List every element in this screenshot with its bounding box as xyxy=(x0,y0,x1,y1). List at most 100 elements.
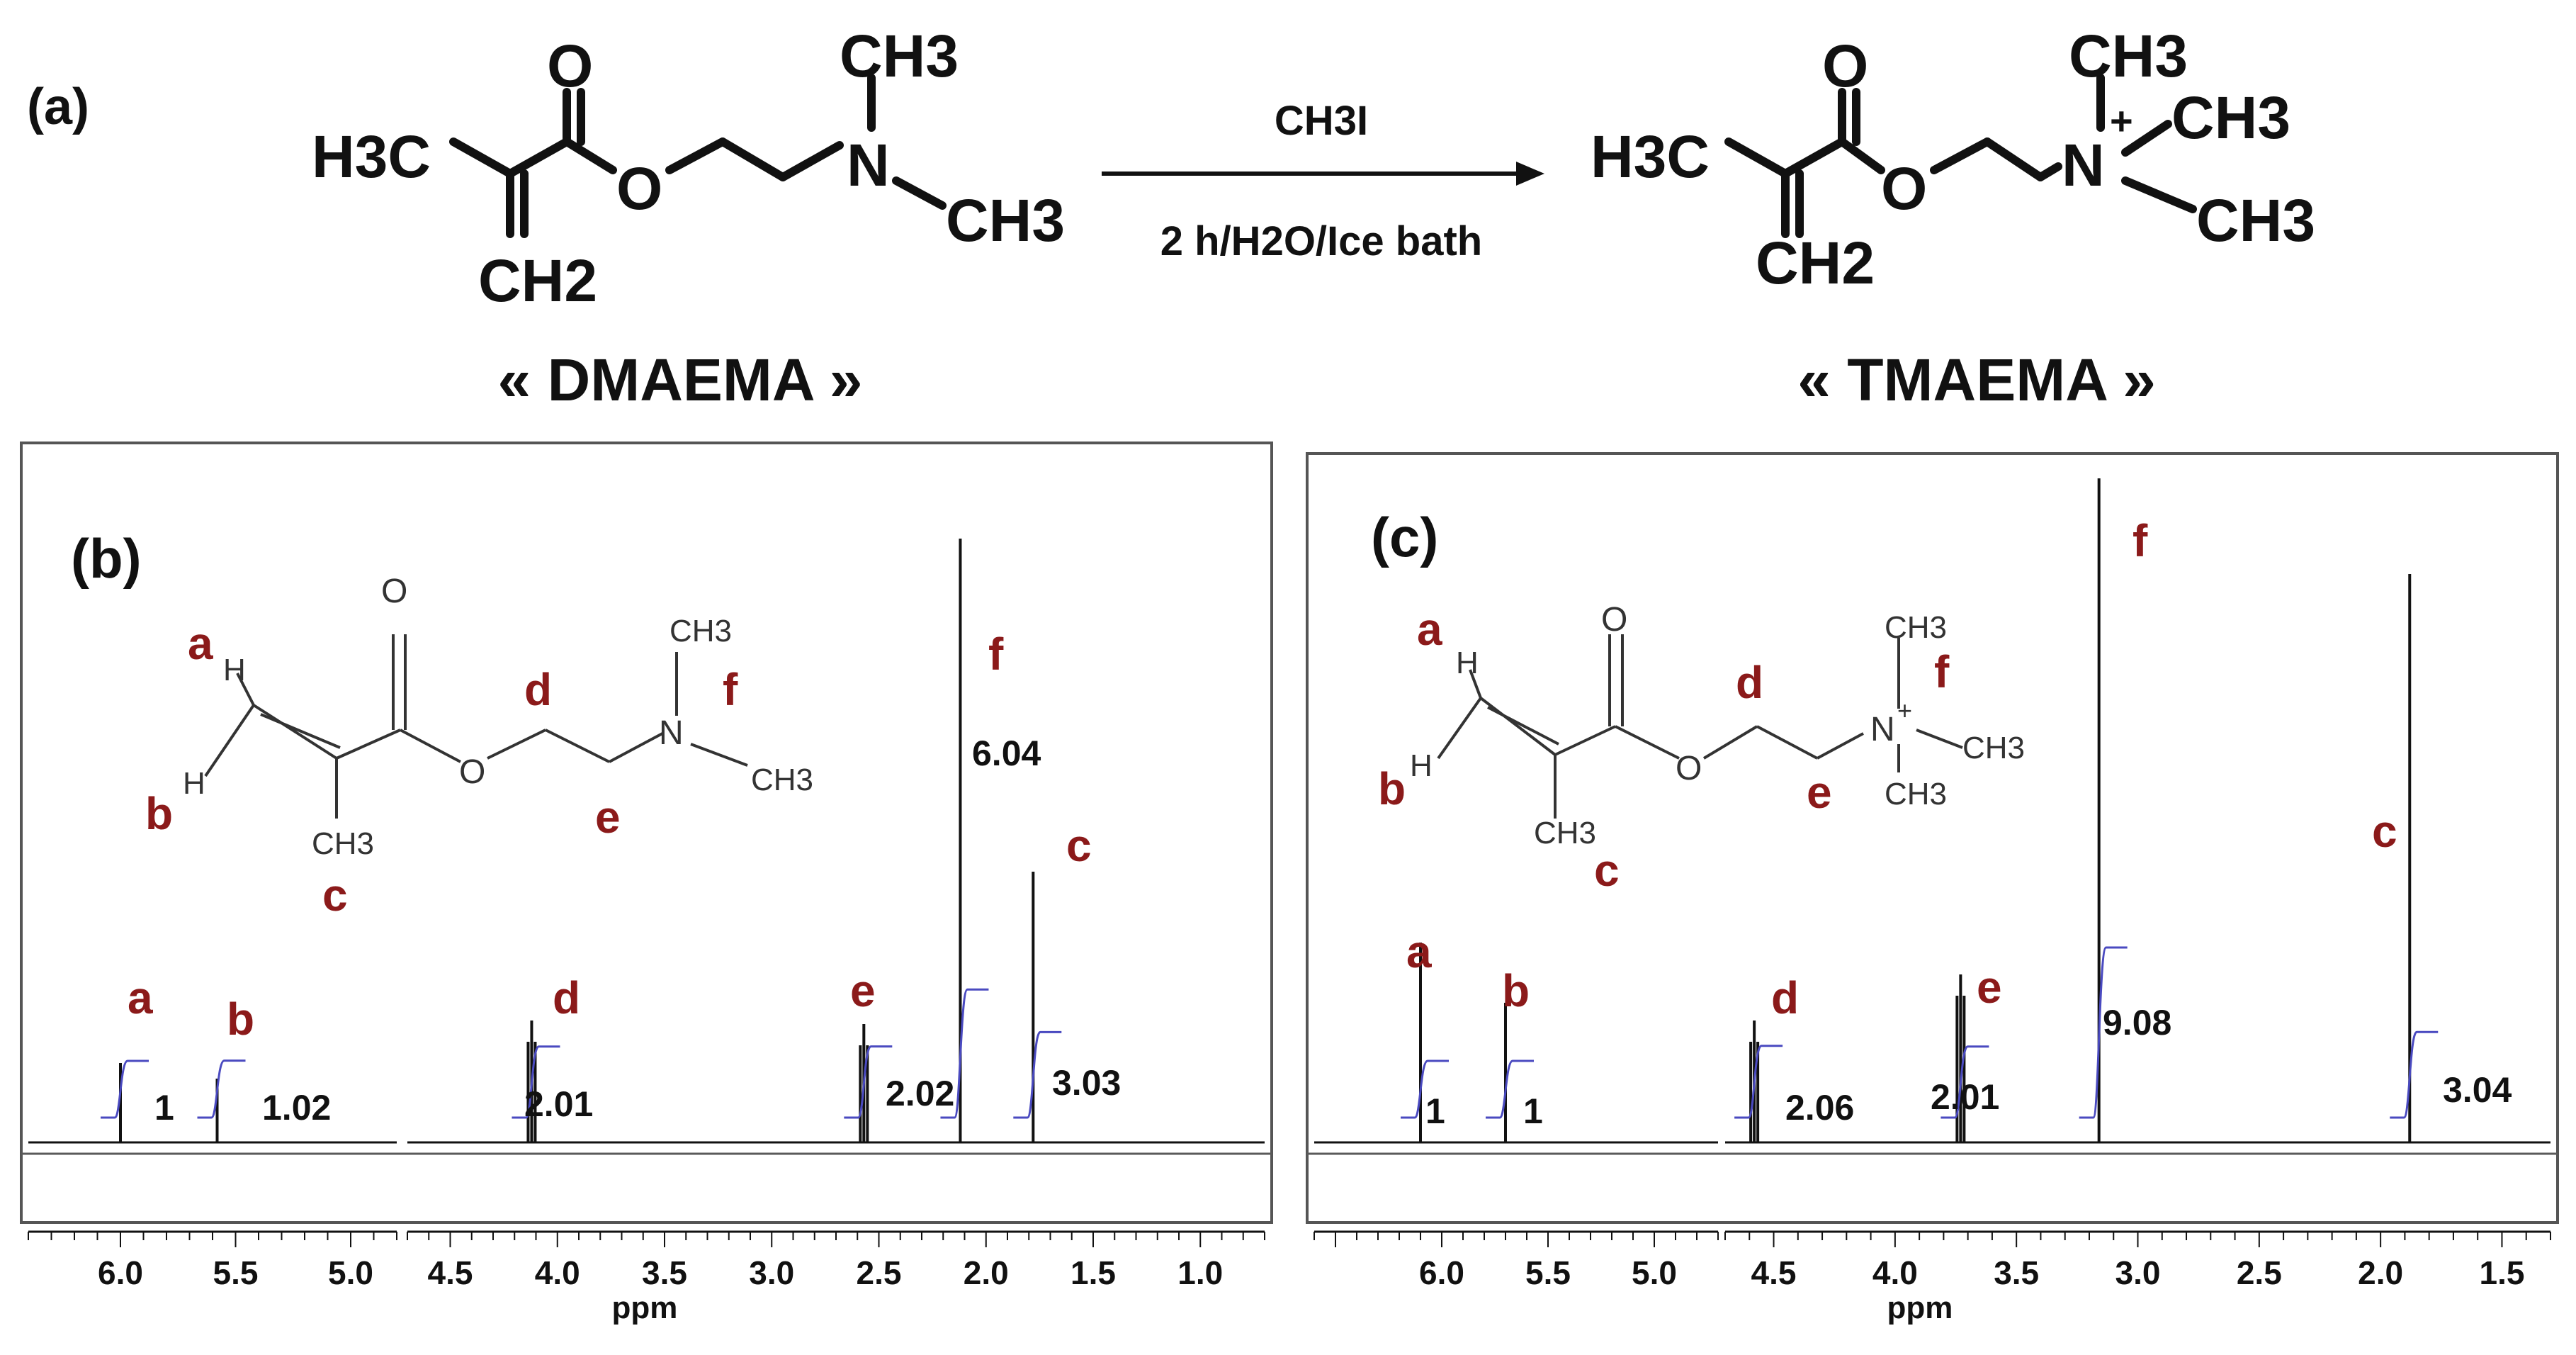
panel-b: (b) H H O O N CH3 CH3 CH3 a b c xyxy=(20,442,1273,1325)
panel-c-h-a: H xyxy=(1456,646,1479,680)
integral-value-c-c: 3.04 xyxy=(2443,1070,2512,1110)
panel-c-frame xyxy=(1306,452,2559,1224)
integral-c-c xyxy=(2390,1030,2439,1119)
panel-c-charge: + xyxy=(1897,696,1912,725)
axis-tick-label-b-5.0: 5.0 xyxy=(328,1254,373,1291)
panel-b-struct-a: a xyxy=(188,618,213,669)
integral-value-b-f: 6.04 xyxy=(972,733,1041,773)
dmaema-ch3-top: CH3 xyxy=(840,23,959,89)
axis-tick-label-b-2.5: 2.5 xyxy=(857,1254,902,1291)
panel-b-carbonyl-o: O xyxy=(381,573,407,610)
panel-c-ch3-vinyl: CH3 xyxy=(1534,816,1596,850)
panel-b-struct-c: c xyxy=(322,870,348,921)
peak-label-b-f: f xyxy=(988,629,1004,680)
integral-b-c xyxy=(1013,1030,1062,1119)
panel-c-axis-unit: ppm xyxy=(1887,1291,1953,1325)
axis-tick-label-b-4.5: 4.5 xyxy=(428,1254,473,1291)
integral-value-c-f: 9.08 xyxy=(2103,1003,2171,1042)
integral-b-f xyxy=(940,988,989,1119)
axis-tick-label-c-4.0: 4.0 xyxy=(1872,1254,1918,1291)
axis-tick-label-b-5.5: 5.5 xyxy=(213,1254,259,1291)
integral-b-d xyxy=(512,1045,560,1119)
peak-label-b-c: c xyxy=(1066,820,1092,871)
peak-label-b-e: e xyxy=(850,965,876,1016)
tmaema-ch3-top: CH3 xyxy=(2069,23,2188,89)
dmaema-n: N xyxy=(847,132,890,198)
panel-c-struct-f: f xyxy=(1934,646,1950,697)
axis-tick-label-b-6.0: 6.0 xyxy=(98,1254,143,1291)
axis-tick-label-b-2.0: 2.0 xyxy=(964,1254,1009,1291)
panel-b-structure xyxy=(204,634,748,819)
panel-b-struct-f: f xyxy=(723,664,738,715)
panel-c-ester-o: O xyxy=(1676,750,1702,787)
axis-tick-label-c-4.5: 4.5 xyxy=(1751,1254,1797,1291)
axis-tick-label-b-4.0: 4.0 xyxy=(535,1254,580,1291)
panel-a: (a) H3C O O N CH3 CH3 CH2 « DMAEMA » xyxy=(27,23,2315,413)
panel-c-struct-b: b xyxy=(1378,763,1406,814)
panel-b-h-b: H xyxy=(183,766,205,801)
integral-value-c-a: 1 xyxy=(1425,1091,1445,1131)
peak-label-c-f: f xyxy=(2132,515,2148,566)
axis-tick-label-b-3.5: 3.5 xyxy=(642,1254,687,1291)
panel-b-ester-o: O xyxy=(459,753,485,791)
panel-b-struct-d: d xyxy=(524,664,552,715)
peak-label-c-b: b xyxy=(1502,965,1530,1016)
panel-c: (c) H H O O N + CH3 CH3 CH3 CH3 xyxy=(1306,452,2559,1325)
integral-b-e xyxy=(844,1045,893,1119)
integral-b-a xyxy=(101,1059,149,1119)
panel-c-n: N xyxy=(1870,711,1895,748)
panel-b-label: (b) xyxy=(71,527,142,590)
peak-label-c-d: d xyxy=(1771,972,1799,1023)
panel-b-struct-b: b xyxy=(145,788,173,839)
integral-c-d xyxy=(1734,1045,1783,1119)
dmaema-ch2: CH2 xyxy=(478,247,597,314)
tmaema-charge: + xyxy=(2110,99,2133,143)
integral-b-b xyxy=(197,1059,246,1119)
dmaema-name: « DMAEMA » xyxy=(498,347,863,413)
axis-tick-label-c-3.5: 3.5 xyxy=(1994,1254,2039,1291)
integral-c-f xyxy=(2079,946,2128,1119)
axis-tick-label-c-5.0: 5.0 xyxy=(1632,1254,1677,1291)
panel-c-carbonyl-o: O xyxy=(1601,601,1627,639)
axis-tick-label-c-1.5: 1.5 xyxy=(2479,1254,2524,1291)
panel-c-ch3-right: CH3 xyxy=(1962,731,2025,765)
tmaema-h3c: H3C xyxy=(1591,123,1710,190)
integral-c-a xyxy=(1401,1059,1449,1119)
panel-b-ch3-right: CH3 xyxy=(751,763,813,797)
panel-c-struct-c: c xyxy=(1594,845,1620,896)
conditions-label: 2 h/H2O/Ice bath xyxy=(1160,218,1482,264)
peak-label-b-b: b xyxy=(227,994,254,1045)
panel-b-struct-e: e xyxy=(595,792,621,843)
integral-value-b-b: 1.02 xyxy=(262,1088,331,1128)
tmaema-ester-o: O xyxy=(1881,155,1927,222)
integral-value-b-e: 2.02 xyxy=(886,1074,954,1113)
tmaema-ch3-low: CH3 xyxy=(2196,187,2315,254)
peak-label-b-d: d xyxy=(553,972,580,1023)
tmaema-carbonyl-o: O xyxy=(1822,33,1868,99)
reagent-label: CH3I xyxy=(1275,98,1368,144)
axis-tick-label-c-6.0: 6.0 xyxy=(1419,1254,1464,1291)
tmaema-structure xyxy=(1724,74,2197,238)
integral-value-b-a: 1 xyxy=(154,1088,174,1128)
panel-c-ch3-top: CH3 xyxy=(1885,610,1947,645)
peak-label-c-e: e xyxy=(1977,962,2002,1013)
peak-label-b-a: a xyxy=(128,972,153,1023)
dmaema-h3c: H3C xyxy=(312,123,431,190)
tmaema-name: « TMAEMA » xyxy=(1797,347,2156,413)
integral-c-b xyxy=(1486,1059,1534,1119)
panel-b-h-a: H xyxy=(223,653,246,687)
tmaema-ch2: CH2 xyxy=(1756,230,1875,296)
panel-a-label: (a) xyxy=(27,79,89,135)
axis-tick-label-b-1.0: 1.0 xyxy=(1177,1254,1223,1291)
peak-label-c-a: a xyxy=(1406,926,1432,977)
integral-value-c-d: 2.06 xyxy=(1785,1088,1854,1128)
axis-tick-label-b-3.0: 3.0 xyxy=(749,1254,794,1291)
tmaema-n: N xyxy=(2062,132,2105,198)
panel-c-label: (c) xyxy=(1371,506,1438,568)
dmaema-ch3-right: CH3 xyxy=(946,187,1065,254)
dmaema-ester-o: O xyxy=(616,155,662,222)
integral-value-c-e: 2.01 xyxy=(1931,1077,1999,1117)
